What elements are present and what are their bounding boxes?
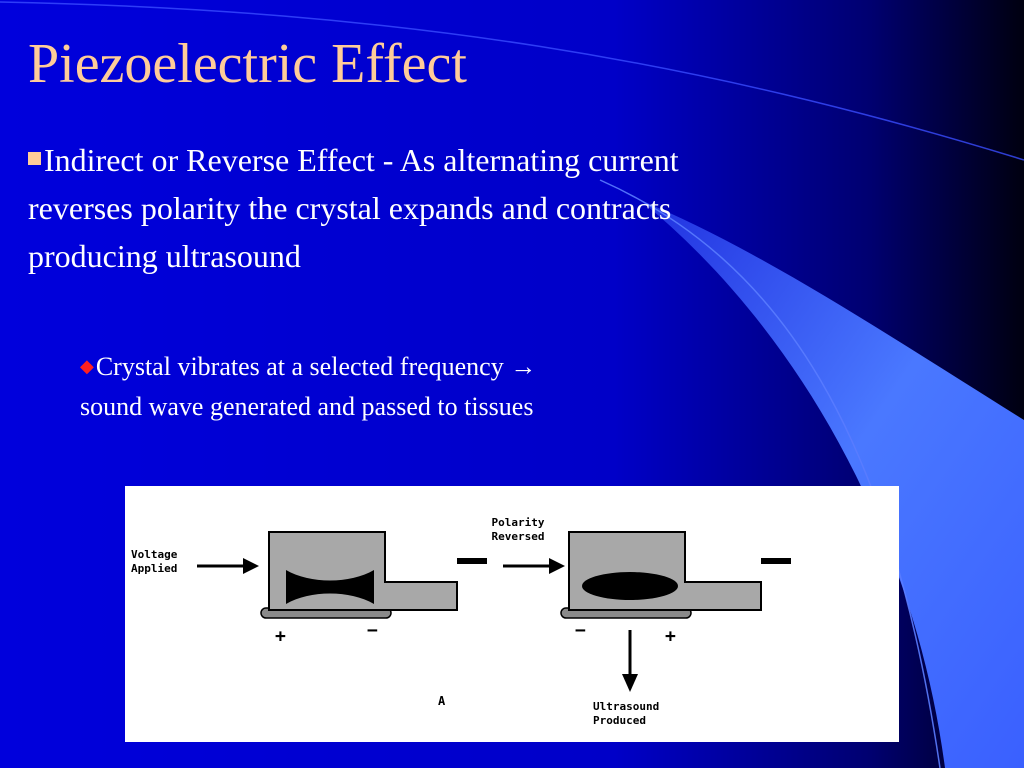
sub-bullet-point: ◆Crystal vibrates at a selected frequenc… xyxy=(80,346,700,427)
right-arrow-icon: → xyxy=(510,352,537,381)
ultrasound-label-line-1: Ultrasound xyxy=(593,700,660,713)
voltage-arrow-icon xyxy=(197,558,259,574)
diamond-bullet-icon: ◆ xyxy=(80,356,94,376)
sub-bullet-text-after: sound wave generated and passed to tissu… xyxy=(80,392,534,421)
sub-bullet-text-before: Crystal vibrates at a selected frequency xyxy=(95,352,511,381)
ultrasound-arrow-icon xyxy=(622,630,638,692)
right-minus-sign: − xyxy=(575,620,586,641)
figure-label-a: A xyxy=(438,694,446,708)
voltage-label-line-2: Applied xyxy=(131,562,178,575)
polarity-reversed-label: Polarity Reversed xyxy=(485,516,551,544)
right-plus-sign: + xyxy=(665,626,676,647)
right-transducer xyxy=(560,531,791,619)
voltage-applied-label: Voltage Applied xyxy=(131,548,177,576)
left-transducer xyxy=(260,531,487,619)
slide-title: Piezoelectric Effect xyxy=(28,33,467,95)
voltage-label-line-1: Voltage xyxy=(131,548,178,561)
diagram-drawing xyxy=(197,531,791,692)
ultrasound-produced-label: Ultrasound Produced xyxy=(593,700,659,728)
bullet-point: Indirect or Reverse Effect - As alternat… xyxy=(28,136,688,280)
square-bullet-icon xyxy=(28,152,41,165)
polarity-label-line-2: Reversed xyxy=(491,530,545,543)
bullet-text: Indirect or Reverse Effect - As alternat… xyxy=(28,142,679,274)
piezoelectric-diagram: Voltage Applied Polarity Reversed Ultras… xyxy=(125,486,899,742)
left-plus-sign: + xyxy=(275,626,286,647)
polarity-label-line-1: Polarity xyxy=(491,516,545,529)
left-minus-sign: − xyxy=(367,620,378,641)
polarity-arrow-icon xyxy=(503,558,565,574)
ultrasound-label-line-2: Produced xyxy=(593,714,646,727)
